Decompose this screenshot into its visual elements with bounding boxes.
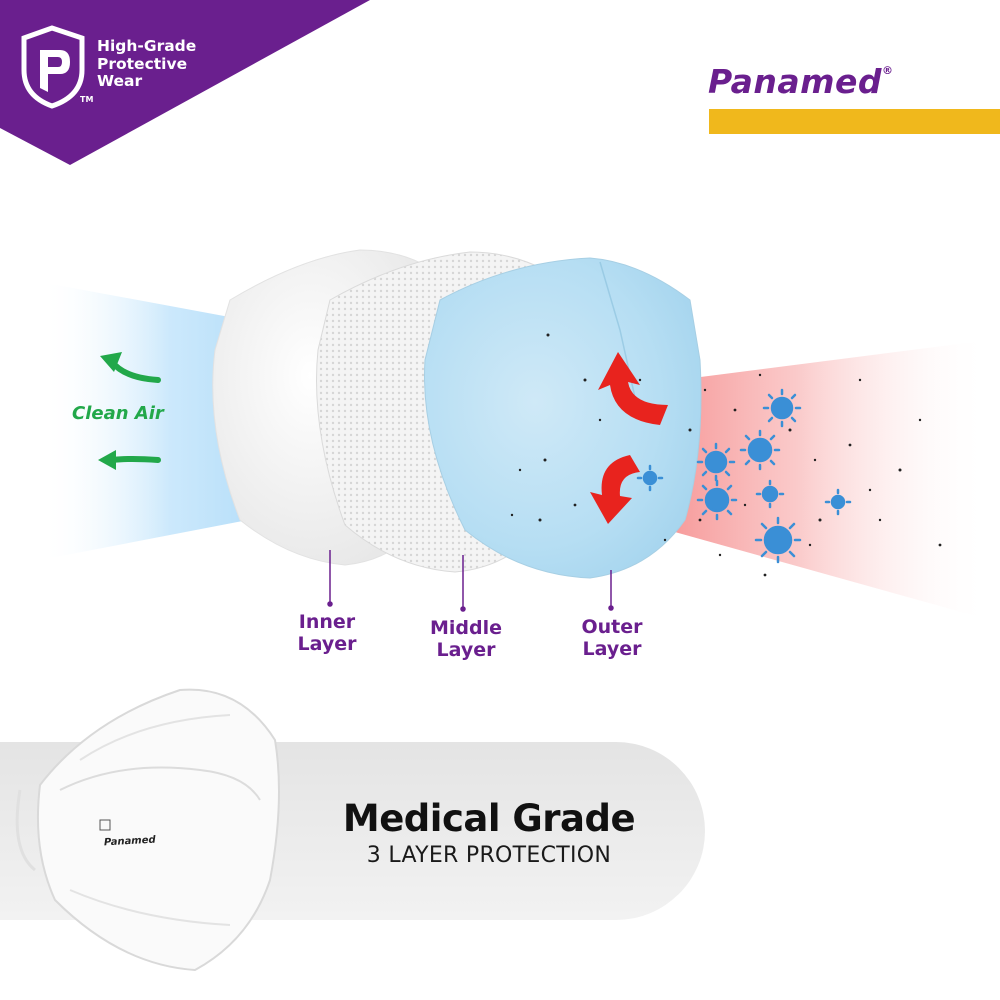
virus-icon <box>739 429 781 471</box>
outer-layer-label-line-2: Layer <box>582 638 642 660</box>
badge-text: High-Grade Protective Wear <box>97 37 197 91</box>
deflect-arrow-lower-icon <box>590 455 640 524</box>
virus-icon <box>762 388 802 428</box>
outer-layer-label-line-1: Outer <box>581 616 643 638</box>
clean-air-arrow-upper-icon <box>100 352 161 383</box>
label-leader-lines <box>327 550 614 612</box>
clean-air-label: Clean Air <box>72 403 164 424</box>
virus-icon <box>754 516 802 564</box>
filter-layers-illustration <box>40 249 990 620</box>
middle-layer-label-line-1: Middle <box>429 617 503 639</box>
middle-layer-label: Middle Layer <box>411 617 521 661</box>
inner-layer-label-line-2: Layer <box>297 633 357 655</box>
inner-layer-label-line-1: Inner <box>298 611 356 633</box>
mask-product-image <box>15 688 280 972</box>
clean-air-arrow-lower-icon <box>98 450 161 470</box>
trademark-mark: TM <box>80 95 94 104</box>
inner-layer-label: Inner Layer <box>272 611 382 655</box>
brand-logo: Panamed® <box>708 62 894 101</box>
virus-icon <box>696 479 738 521</box>
badge-line-2: Protective <box>97 54 188 73</box>
deflect-arrow-upper-icon <box>598 352 668 425</box>
outer-layer-label: Outer Layer <box>557 616 667 660</box>
badge-line-3: Wear <box>97 72 143 90</box>
virus-icon <box>755 479 785 509</box>
banner-title: Medical Grade <box>342 797 636 840</box>
shield-p-icon <box>21 25 85 109</box>
badge-line-1: High-Grade <box>97 37 197 55</box>
protective-wear-badge <box>0 0 370 165</box>
outer-layer-crease <box>599 261 641 421</box>
brand-name: Panamed <box>708 62 882 101</box>
virus-icon <box>824 488 852 516</box>
registered-mark: ® <box>882 64 894 77</box>
dust-particles <box>510 333 942 577</box>
virus-icon <box>696 442 736 482</box>
middle-layer-label-line-2: Layer <box>436 639 496 661</box>
virus-icons <box>636 388 852 564</box>
banner-subtitle: 3 LAYER PROTECTION <box>366 843 612 868</box>
brand-accent-bar <box>709 109 1000 134</box>
virus-icon <box>636 464 664 492</box>
